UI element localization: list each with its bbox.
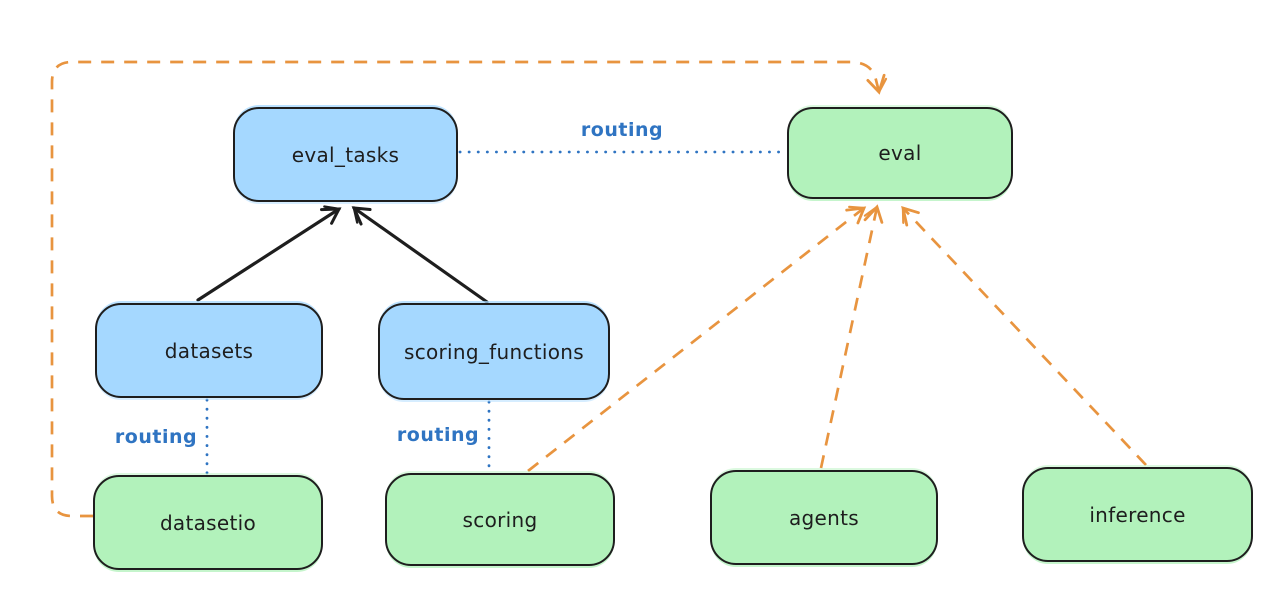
node-eval-tasks[interactable]: eval_tasks <box>233 107 458 202</box>
node-inference-label: inference <box>1089 502 1186 527</box>
edge-label-routing-eval-tasks-eval[interactable]: routing <box>580 119 664 141</box>
node-datasetio[interactable]: datasetio <box>93 475 323 570</box>
edge-label-routing-datasets-datasetio[interactable]: routing <box>114 426 198 448</box>
node-eval[interactable]: eval <box>787 107 1013 199</box>
node-scoring-functions-label: scoring_functions <box>403 339 585 364</box>
node-agents[interactable]: agents <box>710 470 938 565</box>
node-datasets[interactable]: datasets <box>95 303 323 398</box>
node-datasets-label: datasets <box>164 338 254 363</box>
edge-inference-to-eval[interactable] <box>901 205 1147 466</box>
node-eval-label: eval <box>878 141 922 165</box>
node-scoring[interactable]: scoring <box>385 473 615 566</box>
edge-datasetio-to-eval[interactable] <box>50 60 888 518</box>
node-datasetio-label: datasetio <box>159 510 257 535</box>
edge-datasets-to-eval-tasks[interactable] <box>196 205 342 302</box>
node-scoring-label: scoring <box>462 507 538 532</box>
edge-scoring-to-eval[interactable] <box>527 205 867 473</box>
node-inference[interactable]: inference <box>1022 467 1253 562</box>
edge-label-routing-scoring-functions-scoring[interactable]: routing <box>396 424 480 446</box>
node-eval-tasks-label: eval_tasks <box>291 142 400 167</box>
node-agents-label: agents <box>789 505 859 530</box>
edge-agents-to-eval[interactable] <box>819 204 884 469</box>
node-scoring-functions[interactable]: scoring_functions <box>378 303 610 400</box>
edge-scoring-functions-to-eval-tasks[interactable] <box>351 206 489 304</box>
